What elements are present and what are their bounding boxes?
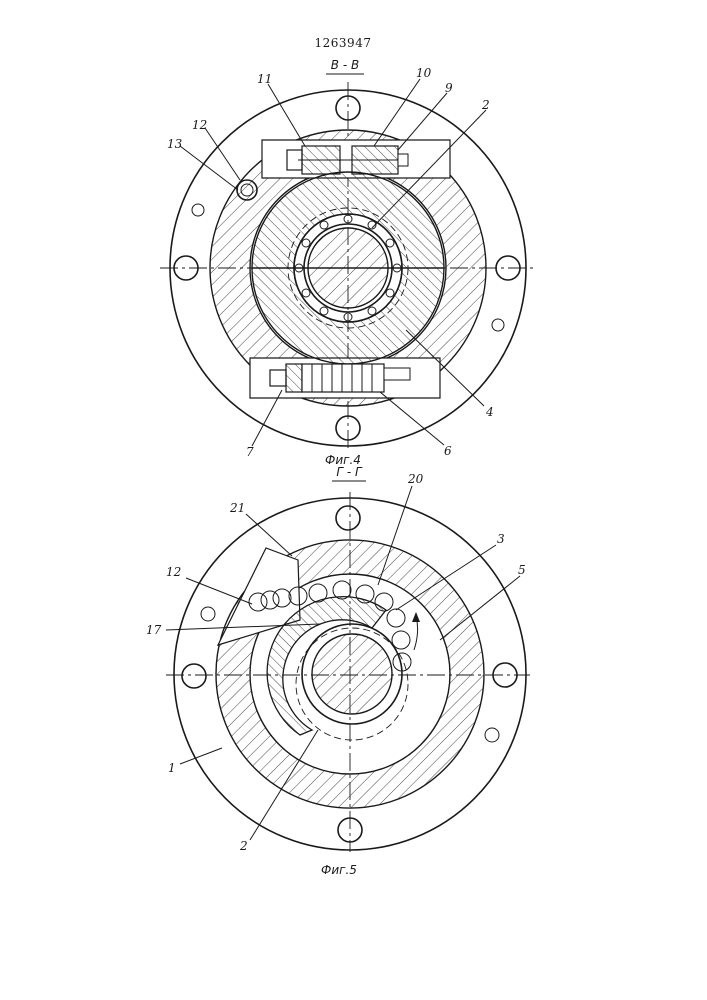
figure-5: Г - Г <box>146 465 530 877</box>
part-label-17-fig5: 17 <box>146 623 162 637</box>
shaft-fig4 <box>308 228 388 308</box>
part-label-5-fig5: 5 <box>518 563 526 577</box>
figure-4: В - В <box>160 58 535 467</box>
part-label-7-fig4: 7 <box>246 445 254 459</box>
part-label-10-fig4: 10 <box>416 66 432 80</box>
part-label-3-fig5: 3 <box>497 532 505 546</box>
part-label-21-fig5: 21 <box>229 501 245 515</box>
part-label-4-fig4: 4 <box>485 405 494 419</box>
pin-hole-1-fig4 <box>192 204 204 216</box>
part-label-11-fig4: 11 <box>257 72 272 86</box>
part-label-6-fig4: 6 <box>444 444 452 458</box>
part-label-1-fig5: 1 <box>168 761 176 775</box>
shaft-fig5 <box>312 634 392 714</box>
part-label-12-fig5: 12 <box>166 565 181 579</box>
part-label-9-fig4: 9 <box>445 81 453 95</box>
part-label-2-fig4: 2 <box>481 98 490 112</box>
rotation-arrowhead-fig5 <box>412 612 420 622</box>
patent-number: 1263947 <box>315 36 372 50</box>
part-label-2-fig5: 2 <box>239 839 248 853</box>
bolt-hole-left-fig5 <box>182 664 206 688</box>
part-label-13-fig4: 13 <box>167 137 183 151</box>
pin-hole-2-fig4 <box>492 319 504 331</box>
bolt-hole-top-fig5 <box>336 506 360 530</box>
pin-hole-2-fig5 <box>485 728 499 742</box>
section-label-fig5: Г - Г <box>336 465 363 479</box>
pin-hole-1-fig5 <box>201 607 215 621</box>
part-label-12-fig4: 12 <box>192 118 207 132</box>
section-label-fig4: В - В <box>331 58 359 72</box>
caption-fig5: Фиг.5 <box>321 863 357 877</box>
part-label-20-fig5: 20 <box>407 472 424 486</box>
